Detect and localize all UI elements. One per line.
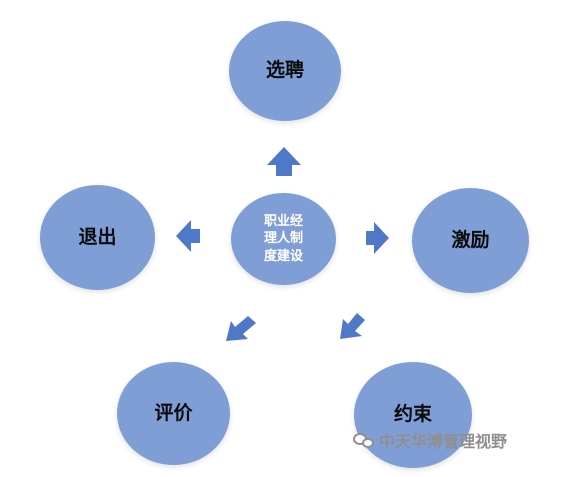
center-line-1: 职业经 [263, 213, 303, 229]
watermark-text: 中天华溥管理视野 [379, 432, 508, 451]
node-constraint-label: 约束 [393, 403, 432, 426]
node-selection: 选聘 [229, 21, 341, 121]
arrow-left-icon [176, 220, 200, 252]
center-line-3: 度建设 [263, 248, 303, 264]
node-incentive: 激励 [412, 188, 529, 293]
node-exit: 退出 [40, 185, 155, 290]
watermark: 中天华溥管理视野 [353, 428, 507, 452]
node-exit-label: 退出 [78, 225, 117, 248]
center-node-text: 职业经 理人制 度建设 [264, 213, 303, 266]
center-line-2: 理人制 [263, 231, 303, 247]
node-incentive-label: 激励 [451, 228, 490, 251]
center-node: 职业经 理人制 度建设 [231, 193, 336, 285]
node-evaluation: 评价 [117, 362, 230, 465]
arrow-up-icon [267, 147, 301, 176]
node-constraint: 约束 [354, 362, 472, 468]
arrow-right-icon [366, 222, 389, 254]
node-evaluation-label: 评价 [154, 401, 193, 424]
arrow-down-left-icon [226, 316, 256, 341]
arrow-down-right-icon [340, 313, 365, 339]
wechat-bubble-icon [353, 432, 374, 448]
node-selection-label: 选聘 [265, 59, 304, 82]
